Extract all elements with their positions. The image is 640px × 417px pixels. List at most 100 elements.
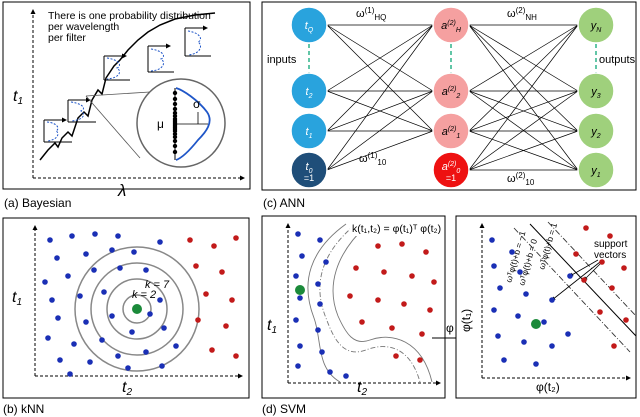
knn-blue-point <box>109 313 115 319</box>
svm-feature-blue-point <box>541 319 547 325</box>
svm-feature-blue-point <box>491 263 497 269</box>
ann-input-node-label: tQ <box>305 20 314 34</box>
bayes-note-1: There is one probability distribution <box>48 10 211 22</box>
knn-blue-point <box>83 319 89 325</box>
svm-feature-red-point <box>607 233 613 239</box>
knn-red-point <box>187 237 193 243</box>
knn-k7-label: k = 7 <box>145 279 170 291</box>
ann-output-node-circle <box>577 72 615 110</box>
panel-svm: t1 t2 k(t₁,t₂) = φ(t₁)ᵀ φ(t₂) φ φ(t₁) φ(… <box>261 215 637 416</box>
ann-input-node-circle <box>290 6 328 44</box>
bayes-zoom-content: μ σ <box>157 87 211 161</box>
ann-output-node: y2 <box>577 112 615 150</box>
knn-blue-point <box>109 247 115 253</box>
knn-blue-point <box>83 251 89 257</box>
svm-blue-point <box>343 373 349 379</box>
ann-hidden-node-label: a(2)1 <box>442 126 461 140</box>
ann-output-node-label: y3 <box>590 86 601 100</box>
svm-feature-red-point <box>597 309 603 315</box>
caption-bayesian: (a) Bayesian <box>4 196 71 210</box>
svm-boundary-mid <box>319 223 421 383</box>
svm-phi-label: φ <box>446 321 454 335</box>
ann-hidden-node-extra: =1 <box>446 173 456 183</box>
bayes-y-label: t1 <box>13 88 23 107</box>
svm-feature-blue-point <box>521 339 527 345</box>
ann-weight-nh: ω(2)NH <box>507 6 537 22</box>
svm-blue-point <box>319 349 325 355</box>
caption-svm: (d) SVM <box>262 402 306 416</box>
ann-edge-ho <box>468 90 579 171</box>
ann-input-node-circle <box>290 112 328 150</box>
zoom-sample-dot <box>172 96 178 102</box>
knn-blue-point <box>71 341 77 347</box>
svm-blue-point <box>297 295 303 301</box>
svm-sv-label-1: support <box>594 239 628 250</box>
knn-red-point <box>219 269 225 275</box>
svm-red-point <box>399 241 405 247</box>
svm-y-label: t1 <box>267 317 277 336</box>
knn-blue-point <box>42 279 48 285</box>
svm-feature-blue-point <box>497 285 503 291</box>
ann-hidden-node-label: a(2)2 <box>442 86 461 100</box>
svm-red-point <box>427 307 433 313</box>
ann-output-node-circle <box>577 112 615 150</box>
svm-feature-blue-point <box>565 331 571 337</box>
svm-feature-red-point <box>583 225 589 231</box>
svm-feature-blue-point <box>517 269 523 275</box>
ann-hidden-node: a(2)1 <box>432 112 470 150</box>
svm-red-point <box>417 357 423 363</box>
ann-weight-10: ω(1)10 <box>359 151 387 167</box>
knn-blue-point <box>92 231 98 237</box>
knn-red-point <box>233 353 239 359</box>
caption-knn: (b) kNN <box>3 402 44 416</box>
svm-points-input <box>293 231 437 379</box>
svm-blue-point <box>315 327 321 333</box>
knn-blue-point <box>91 267 97 273</box>
knn-blue-point <box>143 267 149 273</box>
zoom-sample-dot <box>172 134 178 140</box>
ann-output-node-label: yN <box>590 20 603 34</box>
caption-ann: (c) ANN <box>263 196 305 210</box>
svm-feature-blue-point <box>533 361 539 367</box>
svm-red-point <box>375 297 381 303</box>
panel-knn: t1 t2 k = 7 k = 2 (b) kNN <box>2 217 250 416</box>
knn-blue-point <box>147 311 153 317</box>
ann-edge-ih <box>326 24 434 92</box>
ann-outputs-label: outputs <box>599 54 636 66</box>
bayes-gaussians <box>43 25 211 143</box>
ann-output-node-circle <box>577 151 615 189</box>
svm-feature-red-point <box>621 265 627 271</box>
zoom-sample-dot <box>172 106 178 112</box>
svm-blue-point <box>295 363 301 369</box>
knn-red-point <box>209 347 215 353</box>
knn-blue-point <box>161 325 167 331</box>
knn-blue-point <box>54 255 60 261</box>
bayes-zoom-gaussian <box>175 87 211 161</box>
ann-input-node-circle <box>290 72 328 110</box>
svm-feature-blue-point <box>491 307 497 313</box>
ann-input-node-label: t0 <box>306 161 313 175</box>
svm-red-point <box>423 249 429 255</box>
knn-y-label: t1 <box>12 289 22 308</box>
svm-feature-blue-point <box>501 357 507 363</box>
knn-blue-point <box>45 335 51 341</box>
zoom-sample-dot <box>172 101 178 107</box>
ann-hidden-node: a(2)H <box>432 6 470 44</box>
knn-red-point <box>229 297 235 303</box>
svm-red-point <box>393 353 399 359</box>
knn-blue-point <box>157 297 163 303</box>
ann-edge-ho <box>468 24 579 92</box>
zoom-sample-dot <box>172 143 178 149</box>
ann-output-node-label: y2 <box>590 126 601 140</box>
bayes-note-3: per filter <box>48 32 86 44</box>
ann-edge-ho <box>468 24 579 171</box>
knn-blue-point <box>129 329 135 335</box>
svm-query-point <box>295 285 305 295</box>
svm-blue-point <box>315 281 321 287</box>
knn-blue-point <box>143 349 149 355</box>
ann-hidden-node-circle <box>432 151 470 189</box>
knn-blue-point <box>65 273 71 279</box>
svm-sv-arrow-2 <box>551 261 601 301</box>
knn-blue-point <box>131 249 137 255</box>
svm-blue-point <box>317 237 323 243</box>
